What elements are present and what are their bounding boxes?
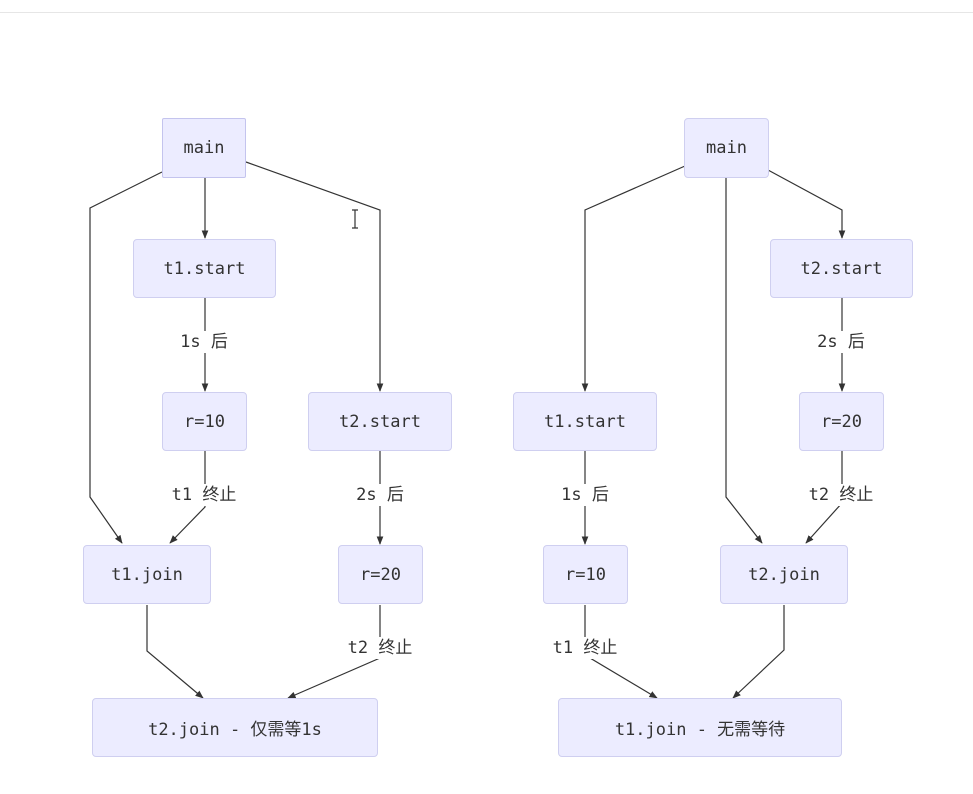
node-r20: r=20: [338, 545, 423, 604]
edge-t1join-t2join: [146, 605, 204, 699]
node2-r10: r=10: [543, 545, 628, 604]
node2-t2-start: t2.start: [770, 239, 913, 298]
edge2-label-t1-after: 1s 后: [559, 484, 611, 506]
edge-label-t1-end: t1 终止: [169, 484, 239, 506]
edge2-main-t2start: [767, 169, 846, 239]
edge2-label-t2-after: 2s 后: [815, 331, 867, 353]
edge-label-t2-after: 2s 后: [354, 484, 406, 506]
edge-r10-t1join: [169, 451, 206, 544]
node-t2-start: t2.start: [308, 392, 452, 451]
edge2-label-t2-end: t2 终止: [806, 484, 876, 506]
edge2-t2join-t1join: [732, 605, 785, 699]
node2-t1-join: t1.join - 无需等待: [558, 698, 842, 757]
edge-main-t2start: [245, 161, 384, 392]
node2-t2-join: t2.join: [720, 545, 848, 604]
edge-main-t1join: [89, 171, 163, 544]
text-cursor-icon: [352, 209, 358, 229]
node-r10: r=10: [162, 392, 247, 451]
edge-label-t1-after: 1s 后: [178, 331, 230, 353]
edge2-main-t2join: [725, 178, 763, 544]
node-t2-join: t2.join - 仅需等1s: [92, 698, 378, 757]
node2-r20: r=20: [799, 392, 884, 451]
edge2-main-t1start: [581, 165, 686, 392]
edge-label-t2-end: t2 终止: [345, 637, 415, 659]
node2-main: main: [684, 118, 769, 178]
node-t1-start: t1.start: [133, 239, 276, 298]
node2-t1-start: t1.start: [513, 392, 657, 451]
node-t1-join: t1.join: [83, 545, 211, 604]
edge2-label-t1-end: t1 终止: [550, 637, 620, 659]
top-divider: [0, 12, 973, 13]
node-main: main: [162, 118, 246, 178]
